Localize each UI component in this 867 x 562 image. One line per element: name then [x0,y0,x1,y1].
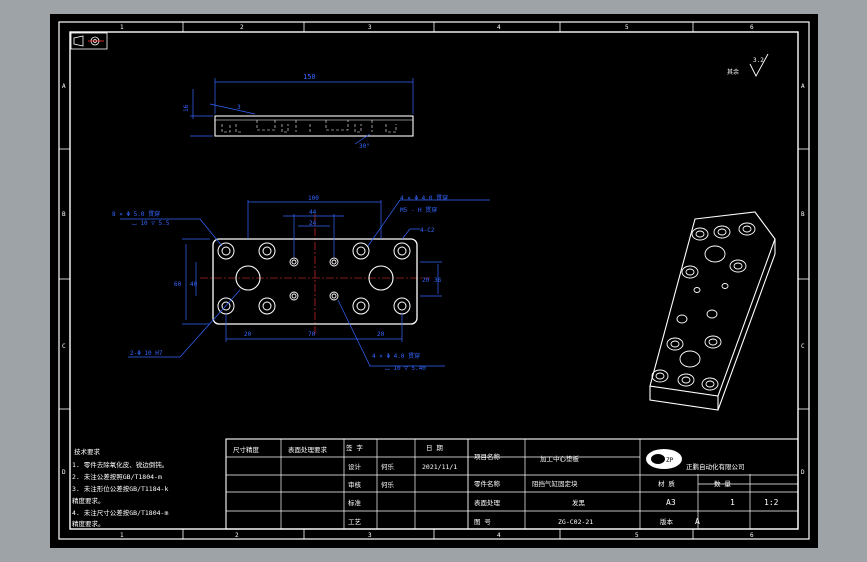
dim-bottom-20a: 20 [244,331,252,338]
zone-bottom-4: 4 [497,532,501,539]
dim-bottom-70: 70 [308,331,316,338]
dim-width-24: 24 [309,220,317,227]
tb-surface-label: 表面处理 [474,498,501,507]
zone-bottom-3: 3 [368,532,372,539]
zone-left-d: D [62,469,66,476]
top-angle-dim: 30° [359,143,370,150]
tb-version-value: A [695,517,700,526]
tb-drawing-label: 图 号 [474,518,491,526]
roughness-note: 其余 [727,68,739,76]
zone-bottom-2: 2 [235,532,239,539]
zone-top-2: 2 [240,24,244,31]
top-view-outline [214,115,414,137]
top-small-dim: 3 [237,104,241,111]
zone-left-a: A [62,83,66,90]
tb-qty-value: 1 [730,498,735,507]
tb-size-value: A3 [666,498,676,507]
tb-date-header: 日 期 [426,444,443,452]
plan-view[interactable]: 100 44 24 60 40 20 36 20 70 20 8 × Φ 5.0… [112,194,490,372]
top-length-dim: 150 [303,73,316,81]
counterbore-holes [217,242,411,315]
tb-design-date: 2021/11/1 [422,463,457,471]
callout-right-2: M5 - H 贯穿 [400,206,437,214]
notes-title: 技术要求 [74,447,101,456]
iso-holes [651,222,756,391]
pin-holes [235,265,394,291]
dim-right-36: 36 [434,277,442,284]
zone-right-b: B [801,211,805,218]
tb-drawing-value: ZG-C02-21 [558,518,593,526]
note-2: 2. 未注公差按照GB/T1804-m [72,472,162,481]
zone-right-a: A [801,83,805,90]
zone-right-c: C [801,343,805,350]
tb-craft-label: 工艺 [348,518,362,526]
callout-left-1: 8 × Φ 5.0 贯穿 [112,210,160,218]
zone-bottom-1: 1 [120,532,124,539]
isometric-view[interactable] [649,211,776,411]
zone-top-3: 3 [368,24,372,31]
zone-bottom-5: 5 [635,532,639,539]
note-4: 精度要求。 [72,496,105,505]
note-5: 4. 未注尺寸公差按GB/T1804-m [72,508,168,517]
top-view[interactable]: 150 16 3 30° [183,73,414,150]
top-side-dim: 16 [183,104,190,112]
zone-left-b: B [62,211,66,218]
iso-top-face [649,211,776,397]
plan-plate-outline [212,238,418,325]
company-logo: ZP [646,449,682,469]
dim-width-44: 44 [309,209,317,216]
tb-col1-header: 尺寸精度 [233,445,260,454]
tb-project-label: 项目名称 [474,452,501,461]
iso-side-face [649,239,776,411]
note-6: 精度要求。 [72,519,105,528]
dim-bottom-20b: 20 [377,331,385,338]
dim-height-60: 60 [174,281,182,288]
threaded-holes [289,257,339,301]
chamfer-callout: 4-C2 [420,227,435,234]
roughness-symbol: 其余 3.2 [727,53,769,77]
pin-callout: 2-Φ 10 H7 [130,350,163,357]
dim-width-100: 100 [308,195,319,202]
zone-bottom-6: 6 [750,532,754,539]
projection-symbol [70,32,108,50]
tb-part-value: 阻挡气缸固定块 [532,479,578,488]
dim-height-40: 40 [190,281,198,288]
tb-std-label: 标准 [348,498,362,507]
zone-left-c: C [62,343,66,350]
callout-left-2: ⌴ 10 ▽ 5.5 [132,220,170,227]
cad-canvas[interactable]: 1 2 3 4 5 6 1 2 3 4 5 6 A B C D A B C D … [50,14,818,548]
tb-surface-value: 发黑 [572,498,586,507]
zone-right-d: D [801,469,805,476]
tb-project-value: 加工中心垫板 [540,454,580,463]
tb-check-label: 审核 [348,480,362,489]
dim-height-20: 20 [422,277,430,284]
tb-scale-value: 1:2 [764,498,779,507]
tb-col2-header: 表面处理要求 [288,445,328,454]
tb-part-label: 零件名称 [474,479,501,488]
note-3: 3. 未注形位公差按GB/T1184-k [72,484,168,493]
tb-version-label: 版本 [660,517,674,526]
zone-top-4: 4 [497,24,501,31]
tb-qty-label: 数 量 [714,479,731,488]
note-1: 1. 零件去除氧化皮、锐边倒钝。 [72,460,168,469]
bottom-callout-1: 4 × Φ 4.0 贯穿 [372,352,420,360]
zone-top-6: 6 [750,24,754,31]
roughness-value: 3.2 [753,57,764,64]
tb-design-name: 何乐 [381,462,395,471]
zone-top-1: 1 [120,24,124,31]
zone-ticks [59,22,809,539]
drawing-sheet: 1 2 3 4 5 6 1 2 3 4 5 6 A B C D A B C D … [50,14,818,548]
title-block[interactable]: 尺寸精度 表面处理要求 签 字 日 期 设计 何乐 2021/11/1 审核 何… [225,438,799,530]
tb-company: 正鹏自动化有限公司 [686,462,745,471]
tb-sign-header: 签 字 [346,443,363,452]
zone-top-5: 5 [625,24,629,31]
tb-material-label: 材 质 [658,479,675,488]
bottom-callout-2: ⌴ 10 ▽ 5.40 [385,365,426,372]
tb-check-name: 何乐 [381,480,395,489]
technical-notes: 技术要求 1. 零件去除氧化皮、锐边倒钝。 2. 未注公差按照GB/T1804-… [72,447,168,528]
callout-right-1: 4 × Φ 4.0 贯穿 [400,194,448,202]
logo-text: ZP [666,457,674,464]
tb-design-label: 设计 [348,462,362,471]
